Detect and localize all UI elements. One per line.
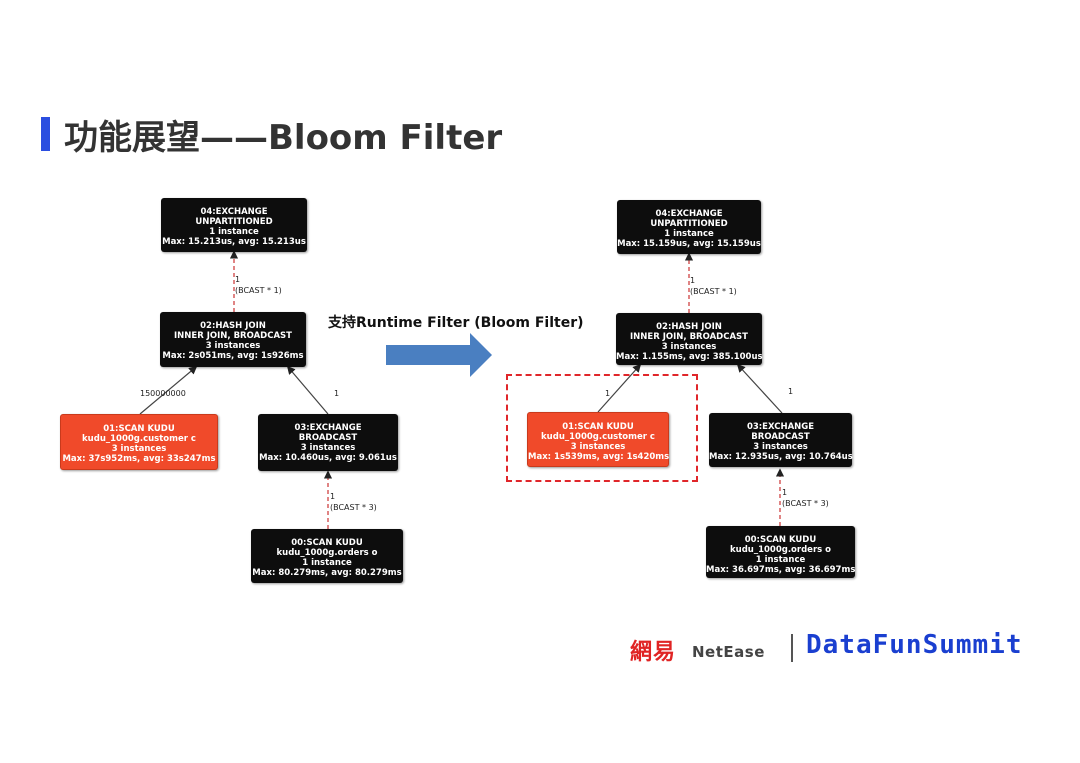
node-line: kudu_1000g.customer c [541, 432, 655, 442]
node-line: 3 instances [570, 442, 626, 452]
right-edge-bottom-bcast: (BCAST * 3) [782, 499, 829, 508]
node-line: Max: 12.935us, avg: 10.764us [709, 452, 853, 462]
edge-left-customer [139, 365, 198, 415]
node-line: kudu_1000g.orders o [276, 548, 378, 558]
right-exchange-broadcast-node: 03:EXCHANGE BROADCAST 3 instances Max: 1… [709, 413, 853, 467]
node-line: Max: 15.159us, avg: 15.159us [617, 239, 761, 249]
node-line: 3 instances [661, 342, 717, 352]
node-line: 00:SCAN KUDU [291, 538, 363, 548]
node-line: 04:EXCHANGE [655, 209, 723, 219]
right-edge-customer-rows: 1 [605, 389, 611, 398]
transition-arrow [386, 333, 492, 377]
left-exchange-unpartitioned-node: 04:EXCHANGE UNPARTITIONED 1 instance Max… [161, 198, 307, 252]
transition-caption: 支持Runtime Filter (Bloom Filter) [328, 315, 584, 331]
node-line: 1 instance [755, 555, 806, 565]
node-line: INNER JOIN, BROADCAST [630, 332, 748, 342]
node-line: Max: 2s051ms, avg: 1s926ms [162, 351, 304, 361]
logo-divider [791, 634, 793, 662]
right-edge-top-bcast: (BCAST * 1) [690, 287, 737, 296]
left-scan-customer-node: 01:SCAN KUDU kudu_1000g.customer c 3 ins… [60, 414, 218, 470]
node-line: 00:SCAN KUDU [744, 535, 817, 545]
left-hash-join-node: 02:HASH JOIN INNER JOIN, BROADCAST 3 ins… [160, 312, 306, 367]
node-line: UNPARTITIONED [650, 219, 728, 229]
node-line: Max: 37s952ms, avg: 33s247ms [62, 454, 216, 464]
node-line: 3 instances [205, 341, 261, 351]
node-line: 02:HASH JOIN [656, 322, 722, 332]
datafunsummit-logo: DataFunSummit [806, 630, 1023, 660]
netease-logo-cn: 網易 [630, 640, 677, 665]
node-line: 01:SCAN KUDU [103, 424, 175, 434]
right-hash-join-node: 02:HASH JOIN INNER JOIN, BROADCAST 3 ins… [616, 313, 763, 365]
right-scan-orders-node: 00:SCAN KUDU kudu_1000g.orders o 1 insta… [706, 526, 855, 578]
netease-logo-en: NetEase [692, 643, 765, 661]
node-line: BROADCAST [751, 432, 810, 442]
node-line: 1 instance [209, 227, 259, 237]
left-edge-customer-rows: 150000000 [140, 389, 186, 398]
node-line: 01:SCAN KUDU [562, 422, 634, 432]
node-line: Max: 1s539ms, avg: 1s420ms [528, 452, 670, 462]
node-line: kudu_1000g.orders o [730, 545, 831, 555]
node-line: 02:HASH JOIN [200, 321, 266, 331]
page-title: 功能展望——Bloom Filter [64, 118, 503, 158]
edge-right-exchange [736, 363, 783, 414]
node-line: 3 instances [300, 443, 356, 453]
edge-right-customer [597, 363, 642, 413]
node-line: BROADCAST [298, 433, 358, 443]
right-scan-customer-node: 01:SCAN KUDU kudu_1000g.customer c 3 ins… [527, 412, 669, 467]
node-line: INNER JOIN, BROADCAST [174, 331, 292, 341]
node-line: Max: 36.697ms, avg: 36.697ms [706, 565, 856, 575]
right-edge-bottom-count: 1 [782, 488, 788, 497]
left-scan-orders-node: 00:SCAN KUDU kudu_1000g.orders o 1 insta… [251, 529, 403, 583]
edge-left-exchange [286, 365, 329, 415]
left-edge-exchange-rows: 1 [334, 389, 340, 398]
left-edge-bottom-count: 1 [330, 492, 336, 501]
right-edge-top-count: 1 [690, 276, 696, 285]
node-line: kudu_1000g.customer c [82, 434, 196, 444]
node-line: Max: 1.155ms, avg: 385.100us [616, 352, 763, 362]
right-exchange-unpartitioned-node: 04:EXCHANGE UNPARTITIONED 1 instance Max… [617, 200, 761, 254]
left-edge-top-count: 1 [235, 275, 241, 284]
bloom-filter-highlight-box [506, 374, 698, 482]
node-line: Max: 15.213us, avg: 15.213us [162, 237, 306, 247]
node-line: UNPARTITIONED [195, 217, 273, 227]
node-line: 1 instance [664, 229, 714, 239]
left-edge-bottom-bcast: (BCAST * 3) [330, 503, 377, 512]
node-line: 03:EXCHANGE [746, 422, 815, 432]
node-line: Max: 80.279ms, avg: 80.279ms [252, 568, 402, 578]
right-edge-exchange-rows: 1 [788, 387, 794, 396]
title-accent-bar [41, 117, 50, 151]
node-line: 3 instances [111, 444, 167, 454]
left-exchange-broadcast-node: 03:EXCHANGE BROADCAST 3 instances Max: 1… [258, 414, 398, 471]
node-line: 03:EXCHANGE [294, 423, 362, 433]
left-edge-top-bcast: (BCAST * 1) [235, 286, 282, 295]
node-line: Max: 10.460us, avg: 9.061us [259, 453, 397, 463]
node-line: 3 instances [753, 442, 808, 452]
node-line: 04:EXCHANGE [200, 207, 268, 217]
node-line: 1 instance [302, 558, 352, 568]
